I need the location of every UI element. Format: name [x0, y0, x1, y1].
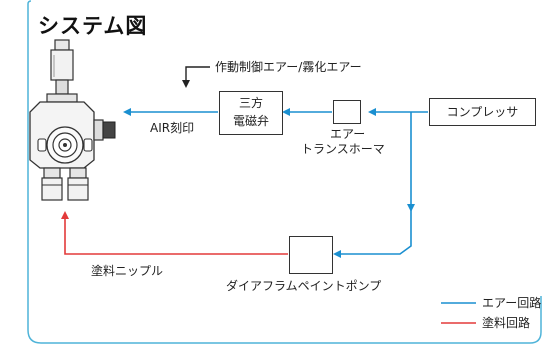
frame-border	[27, 4, 542, 344]
paint-circuit-line	[61, 211, 288, 255]
legend-air-label: エアー回路	[482, 296, 542, 310]
transformer-label-line1: エアー	[330, 127, 366, 141]
air-line-to-pump	[333, 210, 412, 258]
air-circuit	[123, 108, 428, 258]
transformer-label-line2: トランスホーマ	[301, 142, 385, 156]
control-air-arrow	[182, 66, 210, 88]
compressor-box	[429, 98, 536, 126]
page-title: システム図	[38, 14, 148, 38]
control-air-label: 作動制御エアー/霧化エアー	[215, 60, 362, 74]
air-transformer-box	[333, 100, 361, 124]
air-stamp-label: AIR刻印	[150, 121, 195, 135]
compressor-label: コンプレッサ	[446, 105, 519, 119]
valve-label-line1: 三方	[238, 96, 263, 110]
spray-gun-icon	[29, 39, 116, 201]
valve-label-line2: 電磁弁	[232, 114, 269, 128]
pump-label: ダイアフラムペイントポンプ	[226, 279, 382, 293]
legend-paint-label: 塗料回路	[482, 316, 531, 330]
diaphragm-pump-box	[289, 236, 333, 274]
paint-nipple-label: 塗料ニップル	[91, 264, 164, 278]
solenoid-valve-box	[219, 91, 283, 135]
